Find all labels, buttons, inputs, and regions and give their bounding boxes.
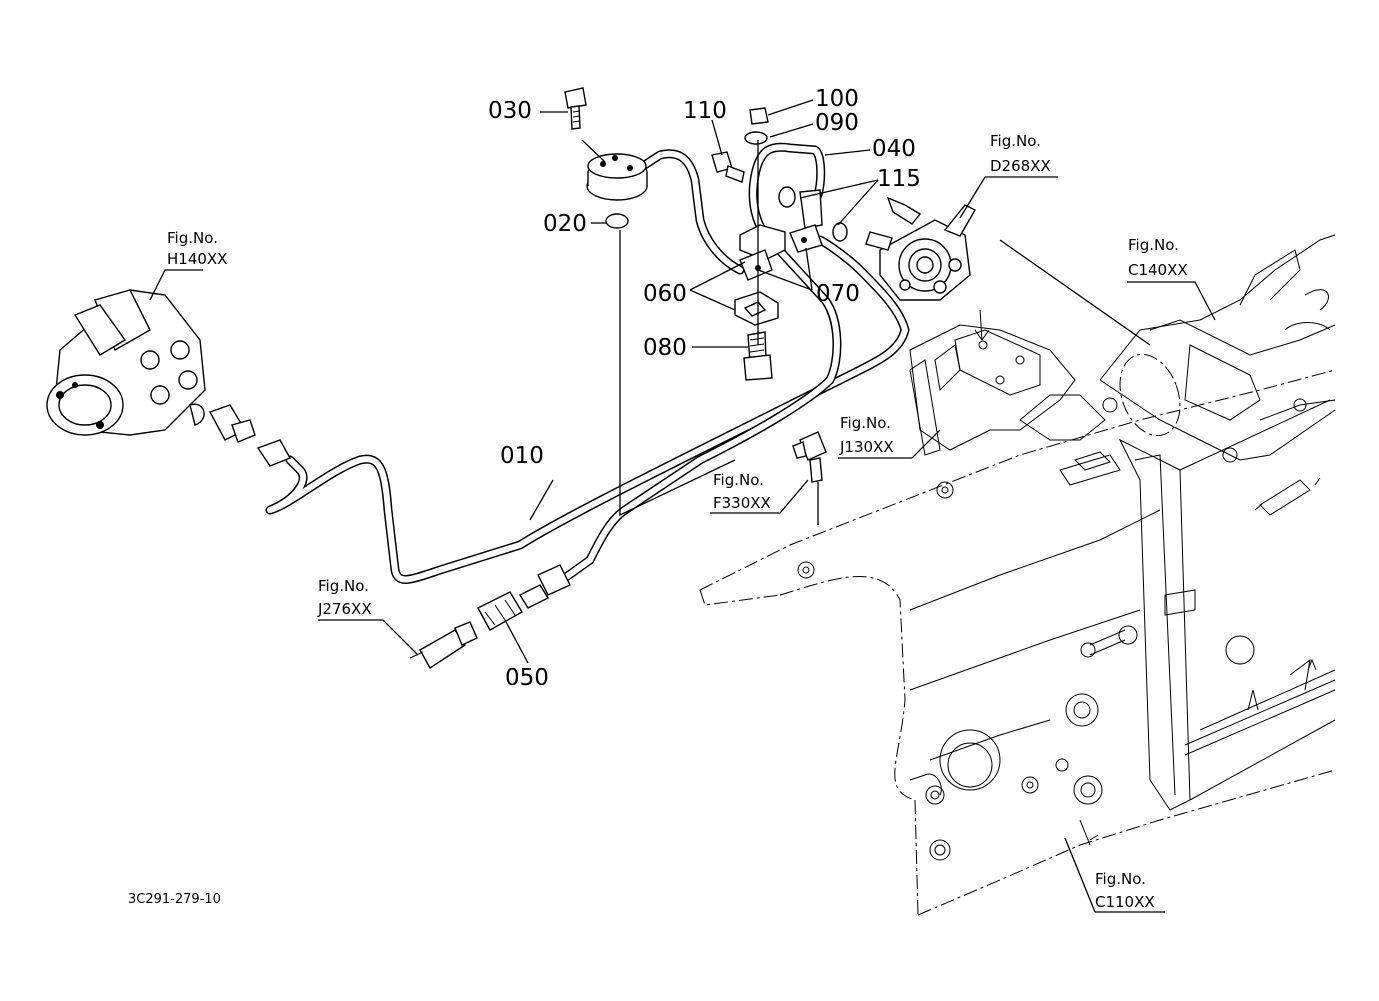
part-050-fitting bbox=[409, 564, 571, 669]
pipe-010 bbox=[265, 235, 910, 584]
figref-h140[interactable]: H140XX bbox=[167, 250, 227, 268]
leader-lines bbox=[149, 99, 1216, 913]
figref-f330-prefix: Fig.No. bbox=[713, 471, 764, 489]
label-050[interactable]: 050 bbox=[505, 665, 549, 691]
label-110[interactable]: 110 bbox=[683, 98, 727, 124]
label-020[interactable]: 020 bbox=[543, 211, 587, 237]
label-070[interactable]: 070 bbox=[816, 281, 860, 307]
figure-reference-labels: Fig.No. H140XX Fig.No. J276XX Fig.No. F3… bbox=[167, 132, 1188, 911]
small-parts bbox=[711, 107, 848, 242]
clamp-parts bbox=[734, 224, 823, 381]
label-080[interactable]: 080 bbox=[643, 335, 687, 361]
drawing-code: 3C291-279-10 bbox=[128, 892, 221, 907]
figref-c110-prefix: Fig.No. bbox=[1095, 870, 1146, 888]
label-040[interactable]: 040 bbox=[872, 136, 916, 162]
pump-block bbox=[909, 309, 1106, 456]
valve-d268 bbox=[865, 196, 976, 301]
label-090[interactable]: 090 bbox=[815, 110, 859, 136]
figref-j276[interactable]: J276XX bbox=[317, 600, 372, 618]
figref-c140-prefix: Fig.No. bbox=[1128, 236, 1179, 254]
figref-j130[interactable]: J130XX bbox=[839, 438, 894, 456]
figref-j276-prefix: Fig.No. bbox=[318, 577, 369, 595]
part-030-bolt bbox=[564, 87, 587, 130]
transmission-housing bbox=[699, 369, 1336, 916]
pipe-040 bbox=[550, 142, 842, 590]
steering-unit bbox=[46, 289, 291, 467]
label-100[interactable]: 100 bbox=[815, 86, 859, 112]
label-010[interactable]: 010 bbox=[500, 443, 544, 469]
figref-d268[interactable]: D268XX bbox=[990, 157, 1051, 175]
label-030[interactable]: 030 bbox=[488, 98, 532, 124]
figref-c110[interactable]: C110XX bbox=[1095, 893, 1155, 911]
figref-c140[interactable]: C140XX bbox=[1128, 261, 1188, 279]
upper-housing bbox=[1099, 234, 1336, 463]
figref-j130-prefix: Fig.No. bbox=[840, 414, 891, 432]
figref-d268-prefix: Fig.No. bbox=[990, 132, 1041, 150]
label-060[interactable]: 060 bbox=[643, 281, 687, 307]
part-020-block bbox=[586, 153, 648, 229]
fitting-f330 bbox=[792, 431, 827, 483]
part-number-labels: 030 020 110 100 090 040 115 060 070 080 … bbox=[488, 86, 921, 691]
label-115[interactable]: 115 bbox=[877, 166, 921, 192]
figref-f330[interactable]: F330XX bbox=[713, 494, 771, 512]
figref-h140-prefix: Fig.No. bbox=[167, 229, 218, 247]
